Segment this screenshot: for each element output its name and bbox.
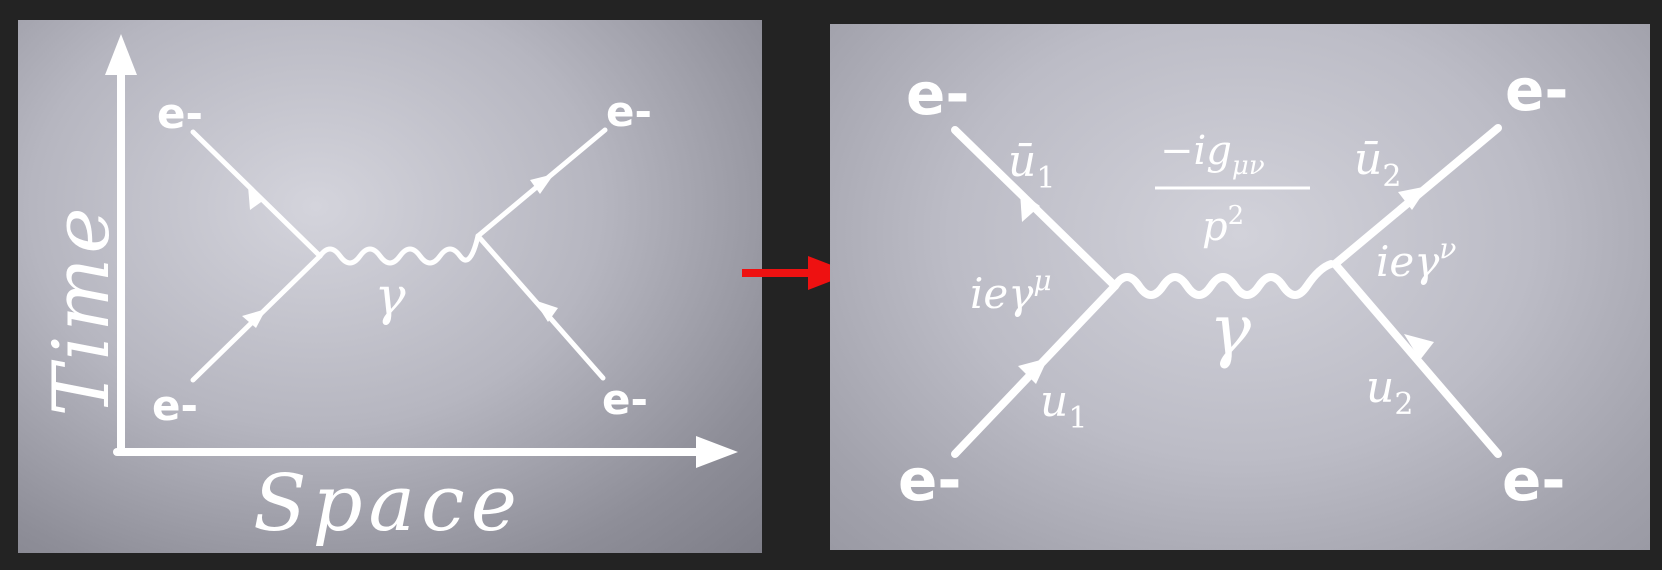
electron-label-top-left: e-	[906, 60, 969, 128]
vertex-right-label: ieγν	[1376, 232, 1456, 286]
propagator-numerator: −igμν	[1160, 128, 1265, 181]
arrow-top-right	[530, 174, 554, 194]
feynman-rules-panel: e- e- e- e- ū1 ū2 u1 u2 ieγμ ieγν −igμν …	[830, 24, 1650, 550]
space-axis-arrowhead	[696, 436, 738, 468]
space-axis-label: Space	[253, 459, 523, 549]
spacetime-diagram-panel: Time Space e- e- e- e- γ	[18, 20, 762, 553]
electron-label-top-right: e-	[1505, 56, 1568, 124]
arrow-bottom-left	[1018, 358, 1048, 384]
left-diagram-svg: Time Space e- e- e- e- γ	[37, 34, 738, 549]
right-diagram-svg: e- e- e- e- ū1 ū2 u1 u2 ieγμ ieγν −igμν …	[898, 56, 1568, 514]
photon-label: γ	[374, 267, 406, 327]
ubar2-label: ū2	[1354, 134, 1401, 194]
photon-line	[317, 233, 481, 266]
arrow-bottom-left	[242, 309, 266, 328]
electron-label-top-left: e-	[157, 89, 203, 138]
u2-label: u2	[1366, 362, 1413, 422]
electron-label-bottom-left: e-	[152, 381, 198, 430]
photon-line	[1111, 260, 1335, 299]
photon-label: γ	[1209, 289, 1251, 371]
arrow-bottom-right	[1404, 334, 1434, 360]
electron-label-bottom-left: e-	[898, 446, 961, 514]
vertex-left-label: ieγμ	[970, 264, 1052, 318]
propagator-denominator: p2	[1202, 201, 1244, 250]
fermion-line-bottom-right	[1331, 260, 1502, 458]
electron-label-bottom-right: e-	[1502, 446, 1565, 514]
electron-label-bottom-right: e-	[602, 375, 648, 424]
arrow-bottom-right	[534, 300, 558, 322]
ubar1-label: ū1	[1008, 136, 1055, 196]
arrow-top-right	[1398, 186, 1428, 210]
arrow-top-left	[1020, 192, 1040, 222]
time-axis-label: Time	[37, 203, 127, 416]
time-axis-arrowhead	[105, 34, 137, 75]
arrow-top-left	[248, 186, 264, 210]
u1-label: u1	[1040, 376, 1087, 436]
electron-label-top-right: e-	[606, 87, 652, 136]
